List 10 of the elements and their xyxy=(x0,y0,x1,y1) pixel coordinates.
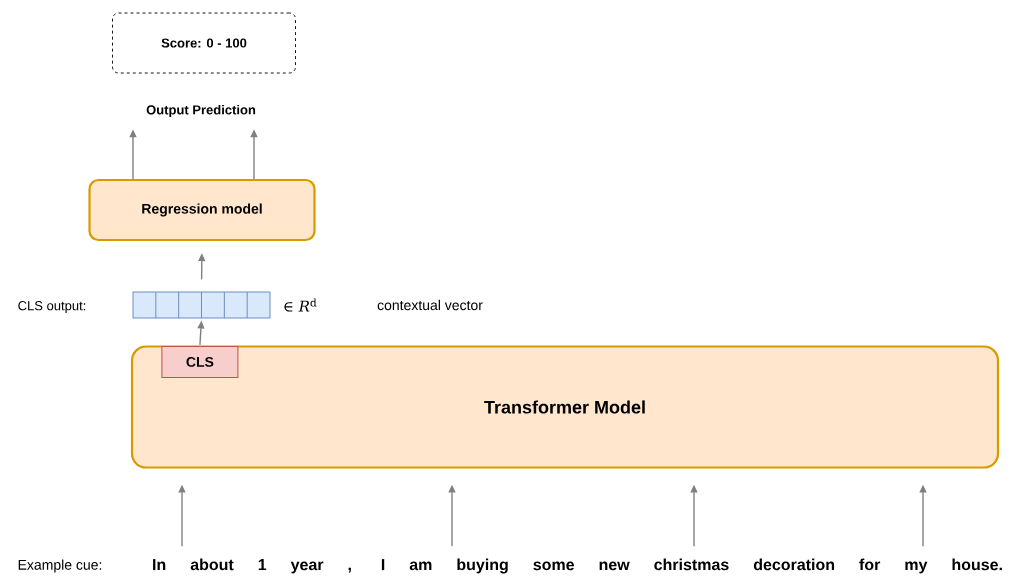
annotation: contextual vector xyxy=(377,299,483,311)
example-sentence: In about 1 year , I am buying some new christmas decoration for my house. xyxy=(153,558,1002,574)
output-label: Output Prediction xyxy=(146,104,256,118)
axis-label: CLS output: xyxy=(18,301,86,313)
score-box: Score: 0 - 100 xyxy=(112,12,296,74)
row-label: Example cue: xyxy=(18,559,102,573)
formula-label: ∈ R$^{d}$ xyxy=(284,298,317,312)
process-box: Regression model xyxy=(88,178,316,242)
token-box: CLS xyxy=(161,345,239,378)
vector-drawing xyxy=(132,291,271,319)
